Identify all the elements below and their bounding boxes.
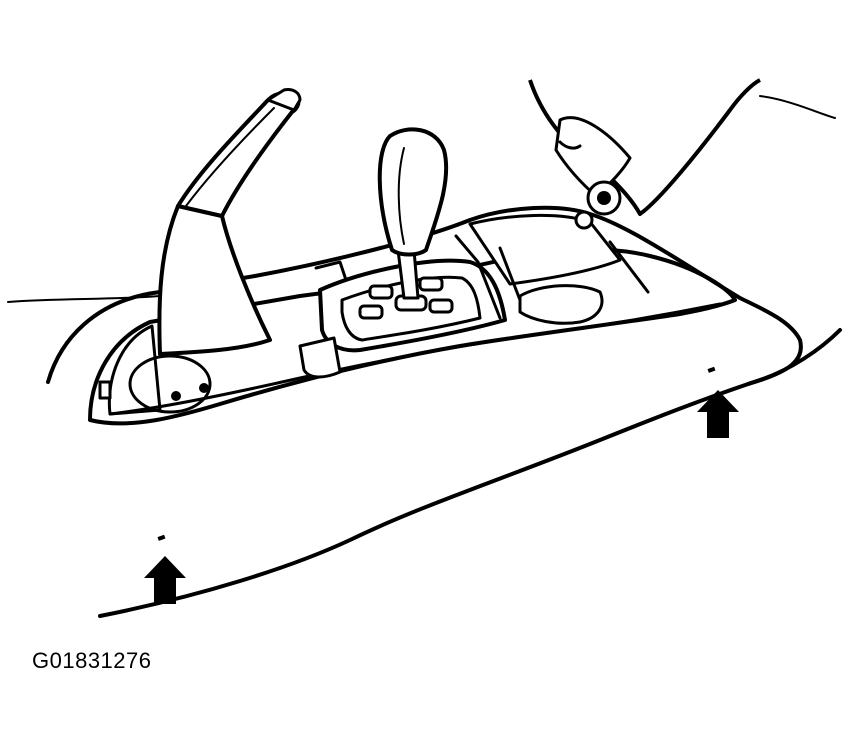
brake-bolt-1 (171, 391, 181, 401)
shift-slot-4 (428, 298, 454, 314)
figure-id-label: G01831276 (32, 648, 152, 673)
console-bottom-edge (98, 328, 842, 618)
brake-bolt-2 (199, 383, 209, 393)
brake-lever-boot (157, 204, 272, 356)
armrest-hinge (558, 140, 582, 150)
shift-slot-1 (368, 284, 394, 300)
brake-lever-tip (266, 88, 302, 112)
rim-tab (98, 380, 112, 400)
right-seat-edge (759, 95, 836, 119)
clip-right (707, 366, 716, 373)
shift-knob-highlight (397, 147, 405, 245)
brake-lever (176, 91, 301, 218)
clip-left (157, 534, 166, 541)
storage-recess (468, 213, 622, 286)
armrest-pin (574, 210, 594, 230)
armrest-latch (597, 191, 611, 205)
recess-wall (498, 240, 650, 302)
arrow-up-icon (144, 556, 186, 604)
brake-pocket (107, 324, 162, 416)
shift-slot-2 (418, 276, 444, 292)
shifter-bracket (298, 336, 342, 379)
console-tray-inner-line (108, 302, 722, 416)
left-seat-edge (7, 295, 161, 303)
brake-lever-ridge (185, 107, 275, 207)
armrest-panel (554, 116, 632, 198)
cupholder (518, 284, 604, 325)
arrow-up-icon (697, 390, 739, 438)
shifter-mount (314, 234, 502, 320)
shift-knob (377, 127, 449, 257)
pocket-hole (128, 354, 212, 414)
shift-slot-3 (358, 304, 384, 320)
